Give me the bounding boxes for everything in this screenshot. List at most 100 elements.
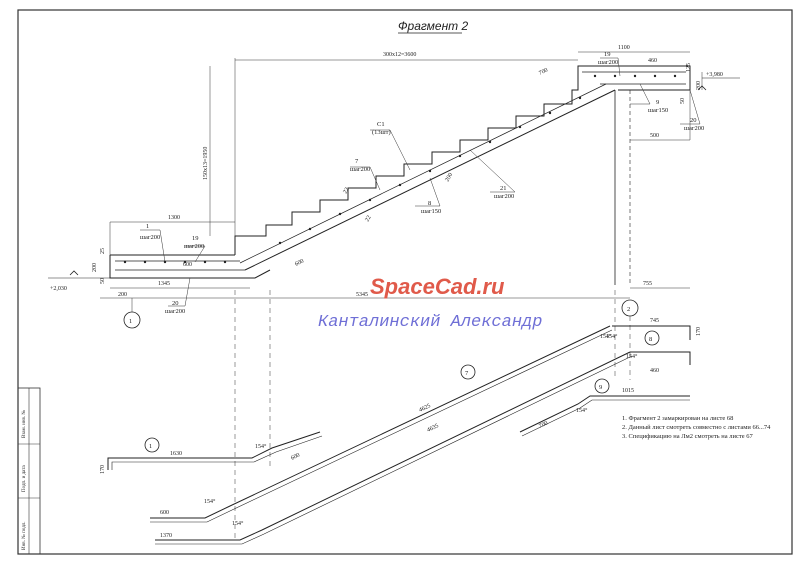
callout-19a-step: шаг200 (184, 243, 204, 250)
dim-top-landing: 1100 (618, 45, 630, 51)
dim-top-50: 50 (680, 98, 686, 104)
dim-rise-total: 150х13=1950 (203, 147, 209, 180)
sheet-border (17, 9, 793, 555)
detail-8-angle: 154° (606, 333, 618, 340)
notes-block: 1. Фрагмент 2 замаркирован на листе 68 2… (622, 415, 771, 440)
detail-1-num: 1 (149, 443, 152, 450)
callout-1-num: 1 (146, 223, 149, 230)
dim-top-460: 460 (648, 58, 657, 64)
callout-19b: 19 шаг200 (598, 51, 618, 66)
dim-bottom-1345: 1345 (158, 281, 170, 287)
callout-1-step: шаг200 (140, 234, 160, 241)
detail-bar-7: 7 4625 4635 600 1370 154° 154° 154° 154° (150, 325, 638, 545)
callout-7-num: 7 (355, 158, 359, 165)
detail-1-leg: 170 (100, 465, 106, 474)
detail-7-num: 7 (465, 370, 469, 377)
stamp-inventory: Инв. № подл. (21, 522, 27, 551)
watermark-author: Канталинский Александр (318, 313, 542, 332)
bottom-landing (109, 254, 271, 279)
detail-1-len: 1630 (170, 451, 182, 457)
dim-span-22b: 22 (365, 215, 373, 223)
callout-9-step: шаг150 (648, 107, 668, 114)
detail-7-len1: 4625 (418, 403, 431, 414)
detail-9-tail: 700 (538, 420, 549, 429)
level-top-value: +3,980 (706, 72, 723, 78)
dim-left-200: 200 (92, 263, 98, 272)
callout-c1-num: С1 (377, 121, 385, 128)
dimension-lines (100, 51, 703, 299)
detail-9-num: 9 (599, 384, 602, 391)
side-stamp: Взам. инв. № Подп. и дата Инв. № подл. (17, 387, 41, 555)
dim-top-700: 700 (538, 67, 549, 76)
detail-1-angle: 154° (255, 443, 267, 450)
dim-run-total: 300х12=3600 (383, 52, 416, 58)
note-3: 3. Спецификацию на Лм2 смотреть на листе… (622, 433, 753, 440)
dim-span-22: 22 (343, 187, 351, 195)
detail-7-len2: 4635 (426, 423, 439, 434)
stamp-sign: Подп. и дата (22, 465, 27, 492)
dim-right-200: 200 (696, 81, 702, 90)
dim-span-200: 200 (445, 172, 455, 183)
callout-19b-num: 19 (604, 51, 611, 58)
callout-c1: С1 (13шт) (372, 121, 391, 136)
detail-bar-1: 1 1630 170 154° 600 (100, 431, 323, 474)
watermark-site: SpaceCad.ru (370, 274, 505, 299)
callout-20b-num: 20 (690, 117, 697, 124)
projection-lines (234, 290, 631, 540)
dim-span-600-a: 600 (183, 262, 192, 268)
note-2: 2. Данный лист смотреть совместно с лист… (622, 424, 771, 431)
detail-1-tail: 600 (290, 452, 301, 461)
note-1: 1. Фрагмент 2 замаркирован на листе 68 (622, 415, 733, 422)
callout-8-step: шаг150 (421, 208, 441, 215)
dim-top-125: 125 (686, 63, 692, 72)
callout-21: 21 шаг200 (494, 185, 514, 200)
dim-bottom-5345: 5345 (356, 292, 368, 298)
level-marker-bottom: +2,030 (48, 270, 110, 292)
callout-20a: 20 шаг200 (165, 300, 185, 315)
stair-steps (234, 65, 691, 255)
axis-2-marker: 2 (621, 299, 639, 317)
detail-7-angle3: 154° (600, 333, 612, 340)
level-bottom-value: +2,030 (50, 286, 67, 292)
dim-right-500: 500 (650, 133, 659, 139)
axis-1-marker: 1 (123, 298, 141, 329)
detail-bar-8: 8 745 170 460 154° (606, 318, 702, 374)
dim-left-50: 50 (100, 278, 106, 284)
callout-c1-step: (13шт) (372, 129, 391, 136)
callout-9: 9 шаг150 (648, 99, 668, 114)
level-marker-top: +3,980 (697, 72, 740, 91)
stair-elevation (109, 65, 691, 285)
detail-7-angle1: 154° (204, 498, 216, 505)
callout-21-num: 21 (500, 185, 507, 192)
callout-19a-num: 19 (192, 235, 199, 242)
stamp-replace: Взам. инв. № (21, 410, 27, 438)
detail-8-leg: 170 (696, 327, 702, 336)
callout-19a: 19 шаг200 (184, 235, 204, 250)
drawing-title: Фрагмент 2 (398, 19, 469, 33)
detail-7-angle4: 154° (626, 353, 638, 360)
callout-7: 7 шаг200 (350, 158, 370, 173)
callout-9-num: 9 (656, 99, 659, 106)
callout-20b-step: шаг200 (684, 125, 704, 132)
axis-1-label: 1 (129, 318, 132, 325)
dim-left-1300: 1300 (168, 215, 180, 221)
detail-8-num: 8 (649, 336, 652, 343)
callout-1: 1 шаг200 (140, 223, 160, 241)
callout-8: 8 шаг150 (421, 200, 441, 215)
dim-span-600-b: 600 (294, 258, 305, 267)
dim-bottom-200: 200 (118, 292, 127, 298)
detail-9-angle: 154° (576, 407, 588, 414)
callout-20b: 20 шаг200 (684, 117, 704, 132)
callout-leaders (140, 57, 701, 307)
callout-20a-step: шаг200 (165, 308, 185, 315)
stair-soffit (244, 89, 616, 271)
detail-9-len: 1015 (622, 388, 634, 394)
callout-21-step: шаг200 (494, 193, 514, 200)
callout-7-step: шаг200 (350, 166, 370, 173)
detail-7-start2: 1370 (160, 533, 172, 539)
dim-right-755: 755 (643, 281, 652, 287)
detail-bar-9: 9 1015 700 154° (519, 378, 690, 437)
detail-8-len: 745 (650, 318, 659, 324)
axis-2-label: 2 (627, 306, 630, 313)
